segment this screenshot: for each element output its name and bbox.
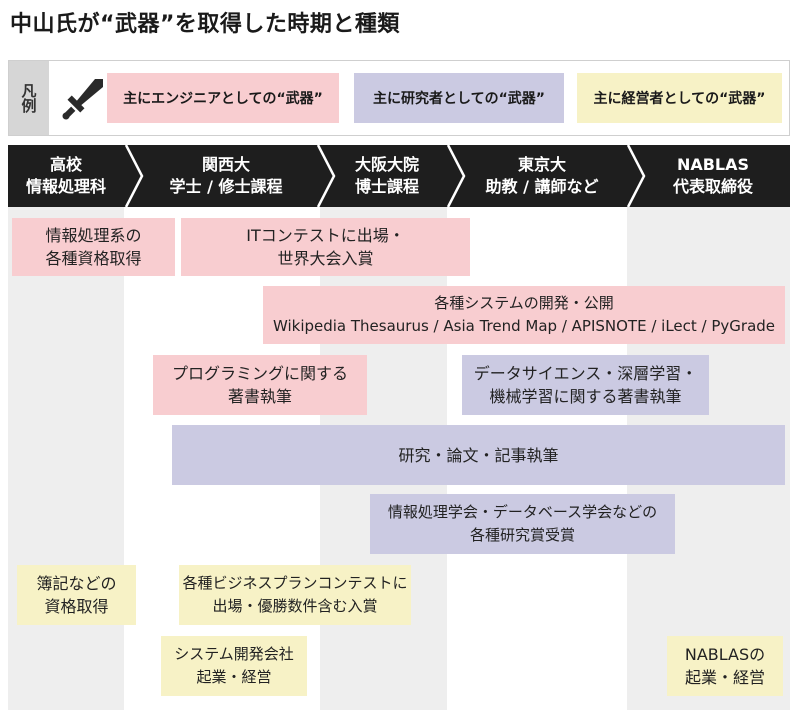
item-line: 簿記などの — [36, 574, 117, 593]
business-plan-item: 各種ビジネスプランコンテストに 出場・優勝数件含む入賞 — [179, 565, 411, 625]
item-line: 起業・経営 — [684, 668, 765, 687]
it-contest-item: ITコンテストに出場・ 世界大会入賞 — [181, 218, 470, 276]
item-line: 各種ビジネスプランコンテストに — [182, 574, 408, 592]
stage-detail: 助教 / 講師など — [485, 177, 599, 196]
nablas-company-item: NABLASの 起業・経営 — [667, 636, 783, 696]
item-line: 著書執筆 — [227, 387, 292, 406]
research-item: 研究・論文・記事執筆 — [172, 425, 785, 485]
item-line: 各種研究賞受賞 — [469, 526, 575, 544]
item-line: 出場・優勝数件含む入賞 — [212, 597, 378, 615]
stage-name: 大阪大院 — [354, 155, 419, 174]
item-line: ITコンテストに出場・ — [246, 226, 405, 245]
chevron-right-icon — [446, 145, 466, 207]
stage-name: 東京大 — [517, 155, 566, 174]
item-line: 世界大会入賞 — [277, 249, 374, 268]
chevron-right-icon — [316, 145, 336, 207]
item-line: 研究・論文・記事執筆 — [398, 445, 559, 465]
stage-name: 関西大 — [201, 155, 250, 174]
column-highschool — [8, 207, 124, 710]
item-line: 起業・経営 — [196, 668, 272, 686]
chevron-right-icon — [124, 145, 144, 207]
page-title: 中山氏が“武器”を取得した時期と種類 — [10, 12, 400, 37]
legend-manager: 主に経営者としての“武器” — [577, 73, 782, 123]
item-line: 情報処理学会・データベース学会などの — [387, 503, 658, 521]
stage-detail: 博士課程 — [354, 177, 419, 196]
info-certification-item: 情報処理系の 各種資格取得 — [12, 218, 175, 276]
legend-engineer: 主にエンジニアとしての“武器” — [107, 73, 339, 123]
item-line: 各種資格取得 — [45, 249, 142, 268]
awards-item: 情報処理学会・データベース学会などの 各種研究賞受賞 — [370, 494, 675, 554]
stage-detail: 代表取締役 — [672, 177, 753, 196]
item-line: 機械学習に関する著書執筆 — [489, 387, 682, 406]
item-line: NABLASの — [684, 645, 766, 664]
item-line: 資格取得 — [44, 597, 109, 616]
item-line: Wikipedia Thesaurus / Asia Trend Map / A… — [272, 317, 776, 335]
item-line: システム開発会社 — [174, 645, 294, 663]
stage-detail: 情報処理科 — [25, 177, 106, 196]
bookkeeping-item: 簿記などの 資格取得 — [17, 565, 136, 625]
sword-icon — [62, 79, 103, 120]
stage-osaka: 大阪大院 博士課程 — [328, 145, 446, 207]
legend-researcher: 主に研究者としての“武器” — [354, 73, 564, 123]
stage-name: NABLAS — [676, 155, 750, 174]
legend-label: 凡例 — [9, 61, 49, 135]
stage-kansai: 関西大 学士 / 修士課程 — [136, 145, 316, 207]
stage-tokyo: 東京大 助教 / 講師など — [458, 145, 626, 207]
item-line: プログラミングに関する — [171, 364, 348, 383]
programming-book-item: プログラミングに関する 著書執筆 — [153, 355, 367, 415]
legend: 凡例 主にエンジニアとしての“武器” 主に研究者としての“武器” 主に経営者とし… — [8, 60, 790, 136]
item-line: データサイエンス・深層学習・ — [473, 364, 698, 383]
item-line: 各種システムの開発・公開 — [434, 294, 614, 312]
stage-nablas: NABLAS 代表取締役 — [638, 145, 788, 207]
item-line: 情報処理系の — [45, 226, 142, 245]
system-company-item: システム開発会社 起業・経営 — [161, 636, 307, 696]
ds-book-item: データサイエンス・深層学習・ 機械学習に関する著書執筆 — [462, 355, 709, 415]
systems-item: 各種システムの開発・公開 Wikipedia Thesaurus / Asia … — [263, 286, 785, 344]
stage-name: 高校 — [49, 155, 82, 174]
stage-detail: 学士 / 修士課程 — [169, 177, 283, 196]
stage-header: 高校 情報処理科 関西大 学士 / 修士課程 大阪大院 博士課程 東京大 助教 … — [8, 145, 790, 207]
chevron-right-icon — [626, 145, 646, 207]
stage-highschool: 高校 情報処理科 — [8, 145, 124, 207]
